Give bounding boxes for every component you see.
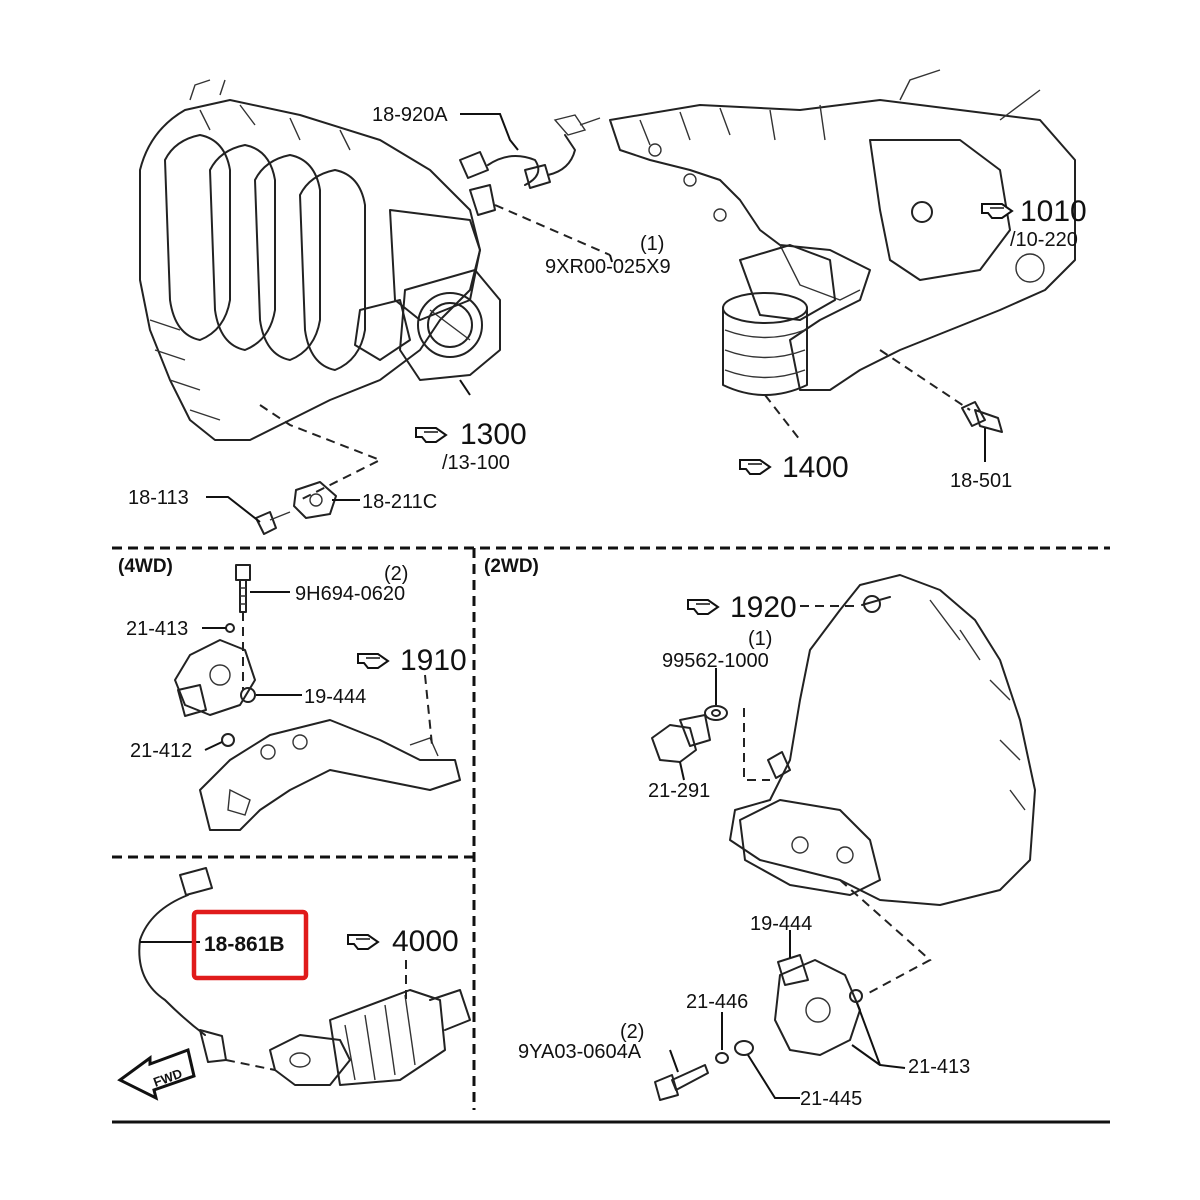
pressure-sensor-illustration: [961, 401, 1003, 433]
leader-21-445: [747, 1054, 800, 1099]
leader-dash-1400: [764, 394, 801, 441]
ref-1300-sub: /13-100: [442, 452, 510, 474]
part-qty-99562: (1): [748, 628, 772, 650]
leader-1300: [459, 379, 471, 396]
part-label-18-211c: 18-211C: [362, 491, 437, 513]
ref-1910-number: 1910: [400, 644, 467, 677]
ref-1400-number: 1400: [782, 451, 849, 484]
part-label-21-413-a: 21-413: [126, 618, 188, 640]
part-label-18-501: 18-501: [950, 470, 1012, 492]
part-qty-9xr00: (1): [640, 233, 664, 255]
throttle-body-illustration: [399, 269, 501, 381]
part-label-21-413-b: 21-413: [908, 1056, 970, 1078]
ref-1300-number: 1300: [460, 418, 527, 451]
part-label-9ya03: 9YA03-0604A: [518, 1041, 642, 1063]
leader-21-413-b: [851, 1002, 906, 1069]
intake-manifold-illustration: [139, 79, 481, 441]
section-label-4wd: (4WD): [118, 556, 173, 577]
knock-sensor-illustration: [255, 481, 337, 535]
oxygen-sensor-illustration: [138, 867, 227, 1063]
part-label-19-444-b: 19-444: [750, 913, 812, 935]
leader-dash-1910: [424, 674, 433, 746]
part-label-18-920a: 18-920A: [372, 104, 448, 126]
4wd-transfer-case-illustration: [199, 719, 461, 831]
part-label-21-291: 21-291: [648, 780, 710, 802]
leader-21-291: [679, 761, 685, 781]
part-label-19-444-a: 19-444: [304, 686, 366, 708]
leader-9ya03: [669, 1049, 679, 1073]
ref-1910-icon: [357, 653, 389, 669]
leader-dash-9xr00: [494, 204, 611, 256]
leader-dash-2wd-switch: [839, 879, 932, 996]
section-label-2wd: (2WD): [484, 556, 539, 577]
catalytic-converter-illustration: [269, 989, 471, 1086]
transmission-illustration: [729, 574, 1036, 906]
leader-18-920a: [460, 113, 519, 151]
leader-dash-2wd-sensor: [743, 708, 770, 781]
ref-4000-icon: [347, 934, 379, 950]
ref-1920-number: 1920: [730, 591, 797, 624]
part-label-21-412: 21-412: [130, 740, 192, 762]
leader-dash-1300: [259, 404, 383, 501]
leader-dash-18-501: [879, 349, 971, 411]
fwd-arrow: FWD: [117, 1048, 196, 1101]
ref-1400-icon: [739, 459, 771, 475]
2wd-sensor-illustration: [651, 705, 728, 763]
part-qty-9ya03: (2): [620, 1021, 644, 1043]
2wd-position-switch-illustration: [654, 954, 863, 1101]
oxygen-sensor-harness-illustration: [459, 114, 601, 216]
ref-1920-icon: [687, 599, 719, 615]
highlight-box-18-861b: [191, 909, 309, 981]
ref-1300-icon: [415, 427, 447, 443]
leader-9xr00: [609, 254, 613, 263]
part-label-9h694: 9H694-0620: [295, 583, 405, 605]
ref-1010-sub: /10-220: [1010, 229, 1078, 251]
engine-block-illustration: [609, 69, 1076, 391]
part-label-99562: 99562-1000: [662, 650, 769, 672]
part-label-21-446: 21-446: [686, 991, 748, 1013]
part-label-21-445: 21-445: [800, 1088, 862, 1110]
part-qty-9h694: (2): [384, 563, 408, 585]
leader-18-113: [206, 496, 261, 523]
part-label-9xr00: 9XR00-025X9: [545, 256, 671, 278]
leader-21-412: [204, 741, 223, 751]
4wd-position-switch-illustration: [174, 623, 256, 747]
part-label-18-861b: 18-861B: [204, 933, 285, 956]
ref-1010-number: 1010: [1020, 195, 1087, 228]
ref-4000-number: 4000: [392, 925, 459, 958]
part-label-18-113: 18-113: [128, 487, 189, 509]
leader-dash-sensor-to-cat: [225, 1059, 276, 1071]
4wd-bolt-illustration: [235, 564, 251, 613]
